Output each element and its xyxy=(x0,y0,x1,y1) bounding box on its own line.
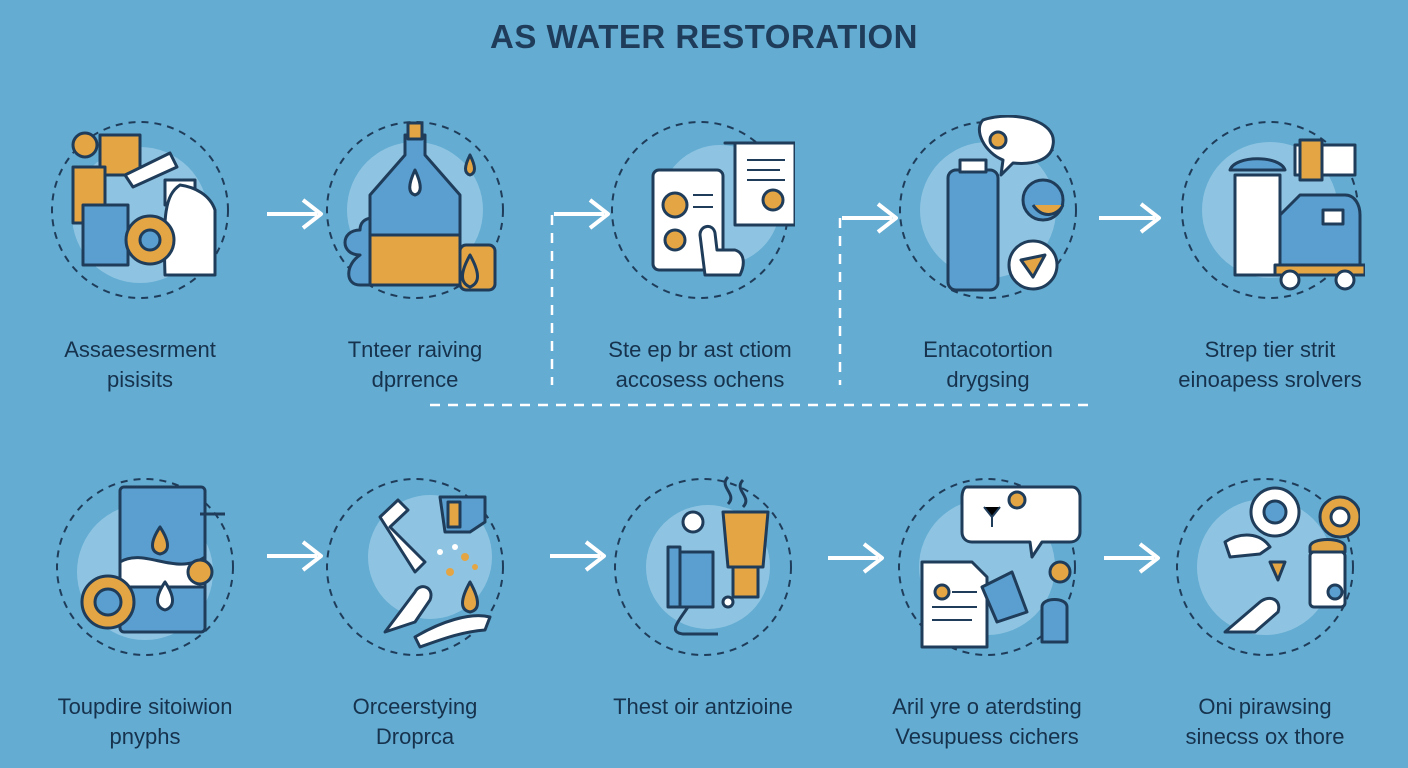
step-water-bottle: Tnteer raiving dprrence xyxy=(290,115,540,395)
step-document-chat: Aril yre o aterdsting Vesupuess cichers xyxy=(862,472,1112,752)
tank-gear-icon xyxy=(56,478,234,656)
faucet-hand-icon xyxy=(326,478,504,656)
arrow-right-icon xyxy=(550,540,606,572)
assessment-icon xyxy=(51,121,229,299)
step-label: Strep tier strit einoapess srolvers xyxy=(1178,337,1362,392)
step-label: Entacotortion drygsing xyxy=(923,337,1053,392)
step-label: Oni pirawsing sinecss ox thore xyxy=(1185,694,1345,749)
arrow-right-icon xyxy=(554,198,610,230)
step-tablet-report: Ste ep br ast ctiom accosess ochens xyxy=(575,115,825,395)
page-title: AS WATER RESTORATION xyxy=(489,18,918,55)
step-label: Orceerstying Droprca xyxy=(352,694,478,749)
drying-tank-icon xyxy=(899,115,1077,299)
step-tank-gear: Toupdire sitoiwion pnyphs xyxy=(20,472,270,752)
step-label: Assaesesrment pisisits xyxy=(64,337,216,392)
arrow-right-icon xyxy=(1099,202,1161,234)
step-drying-tank: Entacotortion drygsing xyxy=(863,115,1113,395)
step-faucet-hand: Orceerstying Droprca xyxy=(290,472,540,752)
step-hand-gear: Oni pirawsing sinecss ox thore xyxy=(1140,472,1390,752)
hand-gear-icon xyxy=(1176,478,1360,656)
step-equipment-truck: Strep tier strit einoapess srolvers xyxy=(1145,115,1395,395)
machine-steam-icon xyxy=(614,475,792,656)
arrow-right-icon xyxy=(267,540,323,572)
arrow-right-icon xyxy=(842,202,898,234)
step-label: Ste ep br ast ctiom accosess ochens xyxy=(608,337,792,392)
step-label: Toupdire sitoiwion pnyphs xyxy=(57,694,233,749)
arrow-right-icon xyxy=(267,198,323,230)
step-machine-steam: Thest oir antzioine xyxy=(578,472,828,722)
arrow-right-icon xyxy=(828,542,884,574)
tablet-report-icon xyxy=(611,121,795,299)
arrow-right-icon xyxy=(1104,542,1160,574)
step-label: Thest oir antzioine xyxy=(613,694,793,719)
document-chat-icon xyxy=(898,478,1082,656)
water-bottle-icon xyxy=(326,121,504,299)
step-assessment: Assaesesrment pisisits xyxy=(15,115,265,395)
step-label: Tnteer raiving dprrence xyxy=(347,337,483,392)
step-label: Aril yre o aterdsting Vesupuess cichers xyxy=(892,694,1082,749)
equipment-truck-icon xyxy=(1181,121,1365,299)
